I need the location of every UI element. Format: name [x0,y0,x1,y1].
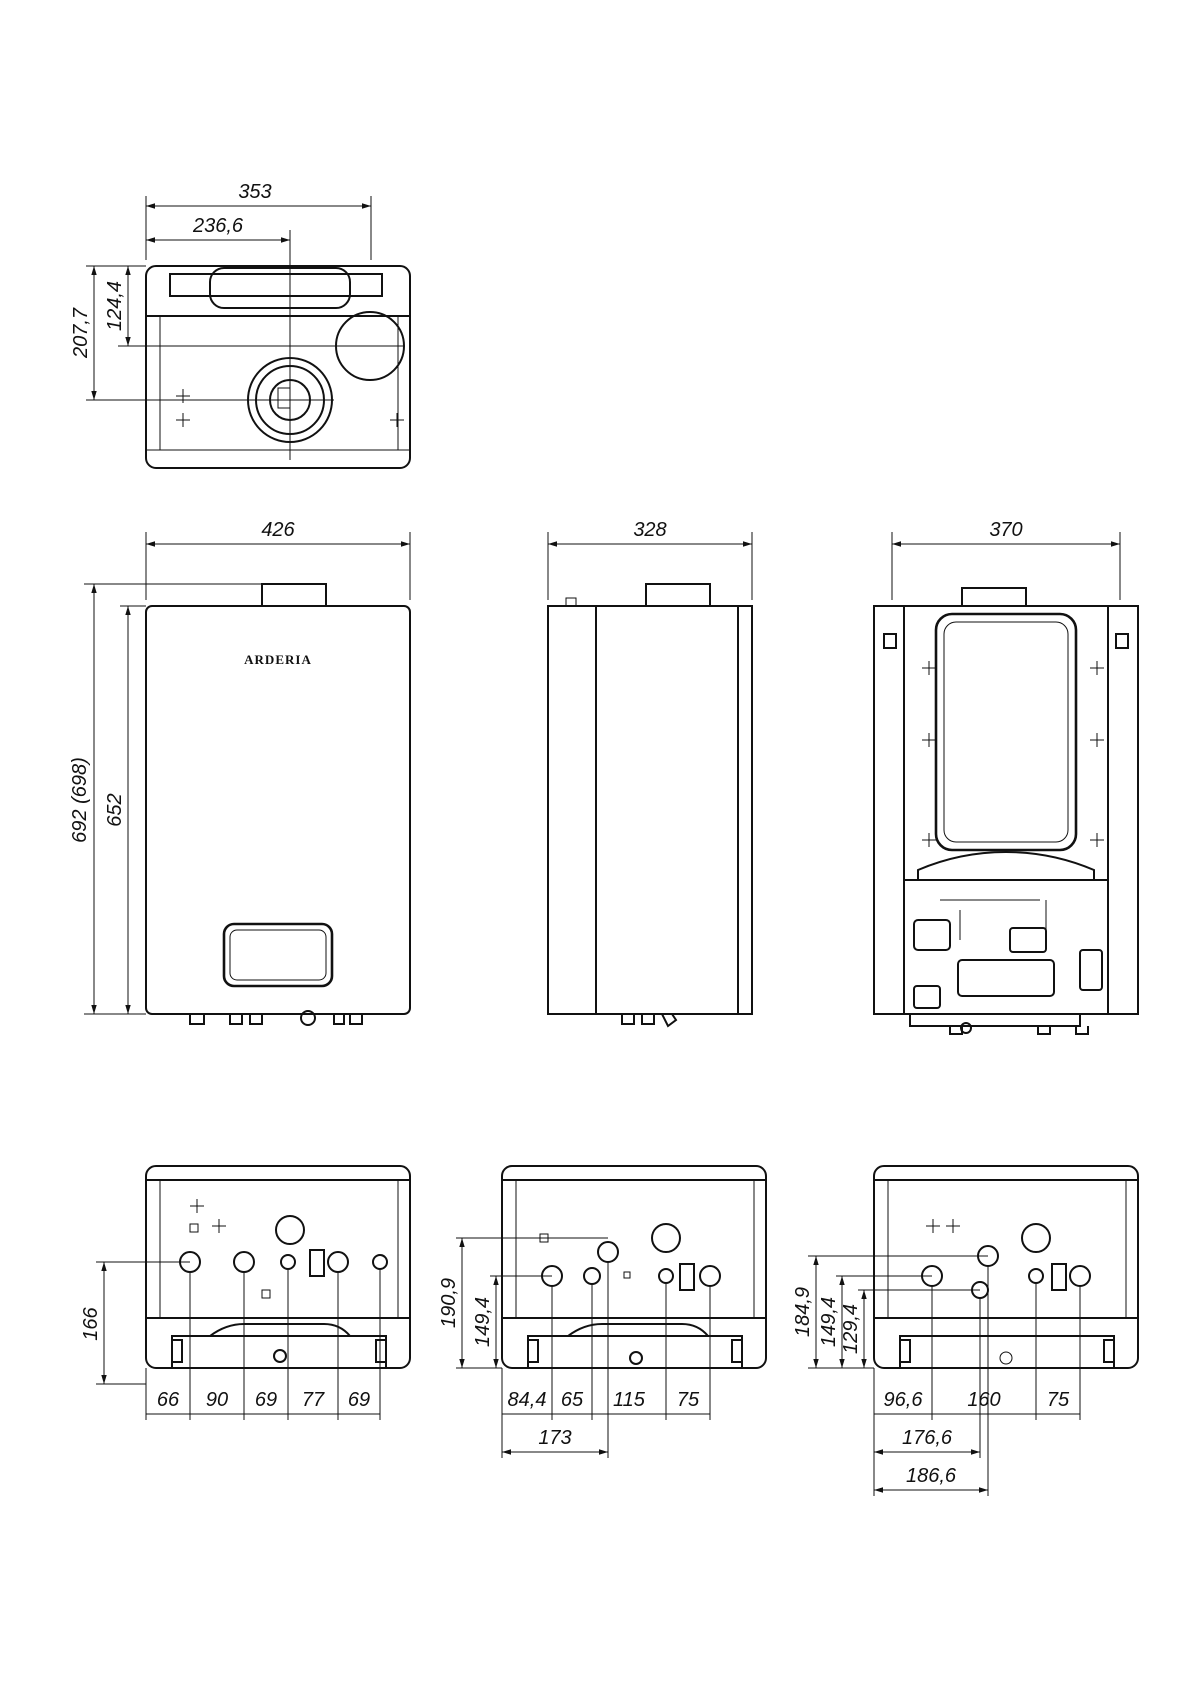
dim-b2-h2: 149,4 [472,1297,494,1347]
dim-rear-width: 370 [989,519,1022,541]
dim-top-h1: 124,4 [104,281,126,331]
dim-front-height-body: 652 [104,793,126,826]
dim-front-height-total: 692 (698) [69,757,91,843]
dim-b2-total: 173 [538,1427,571,1449]
dim-b3-h2: 149,4 [818,1297,840,1347]
dim-b3-h3: 129,4 [840,1304,862,1354]
dim-b1-s2: 69 [255,1389,277,1411]
dim-b1-s0: 66 [157,1389,180,1411]
dim-top-width: 353 [238,181,271,203]
dim-top-offset: 236,6 [192,215,244,237]
dim-236-6: 236,6 [146,215,291,460]
dim-b3-d1: 176,6 [902,1427,953,1449]
dim-b2-h1: 190,9 [438,1278,460,1328]
dim-b1-s4: 69 [348,1389,370,1411]
dim-426: 426 [145,519,411,600]
dim-b2-s0: 84,4 [508,1389,547,1411]
bottom-view-1: 166 66 90 69 77 69 [80,1165,411,1420]
dim-top-h2: 207,7 [70,307,92,359]
dim-b3-s1: 160 [967,1389,1000,1411]
dim-side-width: 328 [633,519,666,541]
dim-top-heights: 124,4 207,7 [70,265,404,401]
dim-b2-s2: 115 [613,1389,646,1411]
dim-b3-s2: 75 [1047,1389,1070,1411]
dim-370: 370 [891,519,1121,600]
dim-bottom3: 184,9 149,4 129,4 96,6 160 75 176,6 186,… [792,1255,1081,1496]
dim-b1-height: 166 [80,1306,102,1340]
dim-353: 353 [145,181,372,260]
dim-b1-s1: 90 [206,1389,228,1411]
dim-b2-s3: 75 [677,1389,700,1411]
bottom-view-3: 184,9 149,4 129,4 96,6 160 75 176,6 186,… [792,1165,1139,1496]
rear-view: 370 [873,519,1139,1035]
dim-bottom2: 190,9 149,4 84,4 65 115 75 173 [438,1237,711,1458]
dim-b3-s0: 96,6 [884,1389,924,1411]
dim-front-width: 426 [261,519,295,541]
dim-b3-d2: 186,6 [906,1465,957,1487]
dim-328: 328 [547,519,753,600]
brand-logo: ARDERIA [244,652,312,667]
top-view: 353 236,6 124,4 207,7 [70,181,411,469]
side-view: 328 [547,519,753,1028]
dim-bottom1: 166 66 90 69 77 69 [80,1261,381,1420]
dim-b1-s3: 77 [302,1389,325,1411]
dim-b2-s1: 65 [561,1389,584,1411]
dim-front-heights: 692 (698) 652 [69,583,262,1015]
bottom-view-2: 190,9 149,4 84,4 65 115 75 173 [438,1165,767,1458]
front-view: ARDERIA 426 692 (698) 652 [69,519,411,1026]
dim-b3-h1: 184,9 [792,1287,814,1337]
